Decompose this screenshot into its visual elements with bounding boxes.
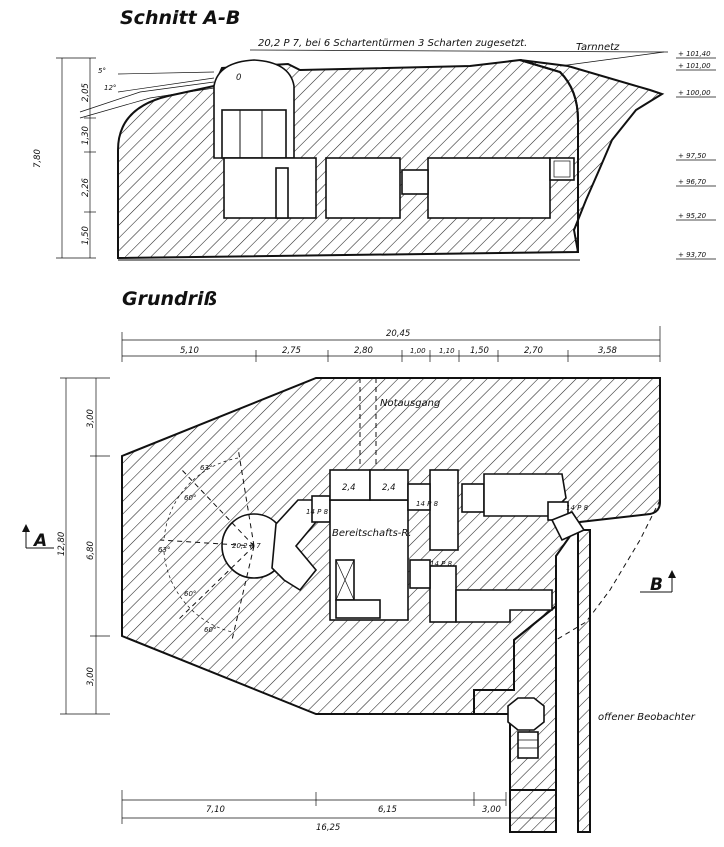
plan-bottom-total: 16,25	[316, 823, 340, 833]
plan-width-seg-1: 5,10	[180, 346, 199, 356]
plan-bottom-seg-2: 6,15	[378, 805, 397, 815]
plan-height-seg-2: 6,80	[86, 541, 96, 560]
level-93-70: + 93,70	[678, 251, 707, 259]
angle-ray-2	[117, 77, 215, 93]
section-height-total: 7,80	[33, 149, 43, 168]
plan-bottom-seg-1: 7,10	[206, 805, 225, 815]
right-passage	[455, 589, 553, 623]
plan-trench-lower	[509, 789, 557, 833]
plan-width-seg-4: 1,00	[410, 347, 426, 355]
plan-width-seg-2: 2,75	[282, 346, 301, 356]
label-14p8-1: 14 P 8	[566, 504, 589, 512]
observer-label: offener Beobachter	[598, 712, 696, 723]
turret-passage	[271, 499, 318, 592]
angle-5: 5°	[98, 67, 106, 75]
arc-angle-4: 60°	[184, 590, 196, 598]
right-embrasure-ramp	[550, 511, 586, 542]
plan-bottom-dims: 7,10 6,15 3,00 16,25	[121, 790, 557, 833]
right-door-1	[407, 483, 431, 511]
right-corridor-2	[429, 565, 457, 623]
arc-angle-1: 63°	[200, 464, 212, 472]
level-96-70: + 96,70	[678, 178, 707, 186]
plan-width-seg-7: 2,70	[524, 346, 543, 356]
observer-stairs	[517, 731, 539, 759]
section-door-2	[401, 169, 429, 195]
small-room-1	[329, 469, 371, 501]
plan-width-total: 20,45	[386, 329, 410, 339]
plan-left-dims: 12,80 3,00 6,80 3,00	[57, 377, 110, 715]
right-door-2	[409, 559, 431, 589]
plan-dashed-outline	[555, 499, 661, 641]
level-101-40: + 101,40	[678, 50, 711, 58]
section-title: Schnitt A-B	[120, 7, 240, 29]
level-97-50: + 97,50	[678, 152, 707, 160]
section-height-seg-2: 1,30	[81, 126, 91, 145]
plan-trench	[577, 529, 591, 833]
firing-arcs: 63° 60° 63° 60° 60°	[158, 447, 255, 641]
level-100-00: + 100,00	[678, 89, 711, 97]
level-markers: + 101,40 + 101,00 + 100,00 + 97,50 + 96,…	[676, 50, 716, 260]
label-14p8-2: 14 P 8	[416, 500, 439, 508]
label-14p8-3: 14 P 8	[430, 560, 453, 568]
plan-view: Grundriß 20,45 5,10 2,75 2,80 1,00 1,10 …	[22, 288, 696, 833]
section-height-dims: 7,80 2,05 1,30 2,26 1,50	[33, 57, 96, 259]
section-height-seg-1: 2,05	[81, 83, 91, 102]
plan-title: Grundriß	[122, 288, 217, 310]
small-room-2	[369, 469, 409, 501]
section-earth-fill	[519, 59, 665, 253]
section-room-right	[427, 157, 551, 219]
section-a-label: A	[32, 531, 47, 551]
section-height-seg-4: 1,50	[81, 226, 91, 245]
section-ground-left	[79, 81, 215, 113]
angle-ray-1	[117, 71, 215, 75]
plan-width-seg-6: 1,50	[470, 346, 489, 356]
plan-height-seg-3: 3,00	[86, 667, 96, 686]
plan-top-dims: 20,45 5,10 2,75 2,80 1,00 1,10 1,50 2,70…	[121, 326, 661, 362]
section-view: Schnitt A-B 20,2 P 7, bei 6 Schartentürm…	[33, 7, 716, 261]
right-door-3	[461, 483, 485, 513]
section-room-standby	[325, 157, 401, 219]
plan-bottom-seg-3: 3,00	[482, 805, 501, 815]
emergency-exit-label: Notausgang	[380, 398, 440, 409]
section-ground-left-2	[79, 87, 215, 119]
plan-width-seg-5: 1,10	[439, 347, 455, 355]
camouflage-label: Tarnnetz	[576, 42, 620, 53]
right-corridor-1	[429, 469, 459, 551]
small-room-2-area: 2,4	[382, 483, 396, 493]
level-95-20: + 95,20	[678, 212, 707, 220]
section-marker-a: A	[22, 524, 54, 551]
plan-width-seg-8: 3,58	[598, 346, 618, 356]
arc-angle-2: 60°	[184, 494, 196, 502]
section-marker-b: B	[640, 570, 676, 595]
plan-width-seg-3: 2,80	[354, 346, 373, 356]
arc-angle-3: 63°	[158, 546, 170, 554]
turret-plan-label: 20,2 P 7	[232, 542, 261, 550]
plan-height-seg-1: 3,00	[86, 409, 96, 428]
net-line	[559, 51, 665, 67]
small-room-1-area: 2,4	[342, 483, 356, 493]
note-leader	[249, 49, 669, 53]
label-14p8-4: 14 P 8	[306, 508, 329, 516]
level-101-00: + 101,00	[678, 62, 711, 70]
section-note: 20,2 P 7, bei 6 Schartentürmen 3 Scharte…	[258, 38, 527, 49]
angle-12: 12°	[104, 84, 116, 92]
section-door-1	[275, 167, 289, 219]
section-room-turret-base	[223, 157, 317, 219]
observer-post	[507, 697, 545, 731]
section-loophole	[549, 157, 575, 181]
turret-section-label: 0	[236, 73, 241, 83]
plan-height-total: 12,80	[57, 532, 67, 556]
emergency-exit-corridor	[359, 378, 377, 468]
standby-cabinet	[335, 599, 381, 619]
section-b-label: B	[650, 575, 663, 595]
section-loophole-inner	[553, 160, 571, 178]
turret-shaft	[221, 109, 287, 159]
section-height-seg-3: 2,26	[81, 177, 91, 197]
arc-angle-5: 60°	[204, 626, 216, 634]
standby-room-label: Bereitschafts-R.	[332, 528, 412, 539]
